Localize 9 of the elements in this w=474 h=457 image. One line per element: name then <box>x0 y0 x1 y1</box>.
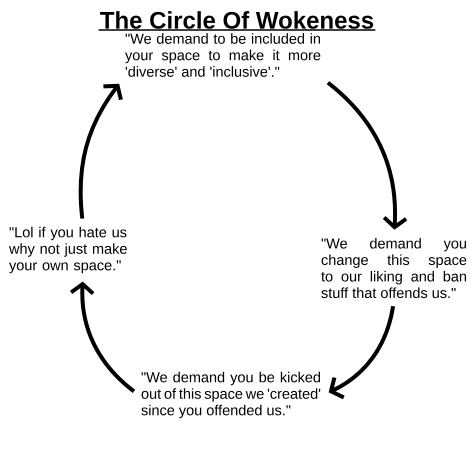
quote-text: "Lol if you hate us why not just make your own space." <box>9 226 127 274</box>
curved-arrow <box>70 281 136 393</box>
curved-arrow <box>326 81 408 230</box>
curved-arrow <box>78 84 123 219</box>
quote-text: "We demand you be kicked out of this space we 'created' since you offended us." <box>141 372 320 418</box>
title: The Circle Of Wokeness <box>98 11 376 31</box>
quote-text: "We demand you change this space to our liking and ban stuff that offends us." <box>321 238 466 298</box>
curved-arrow <box>328 306 396 400</box>
quote-text: "We demand to be included in your space to make it more 'diverse' and 'inclusive'." <box>125 33 320 77</box>
